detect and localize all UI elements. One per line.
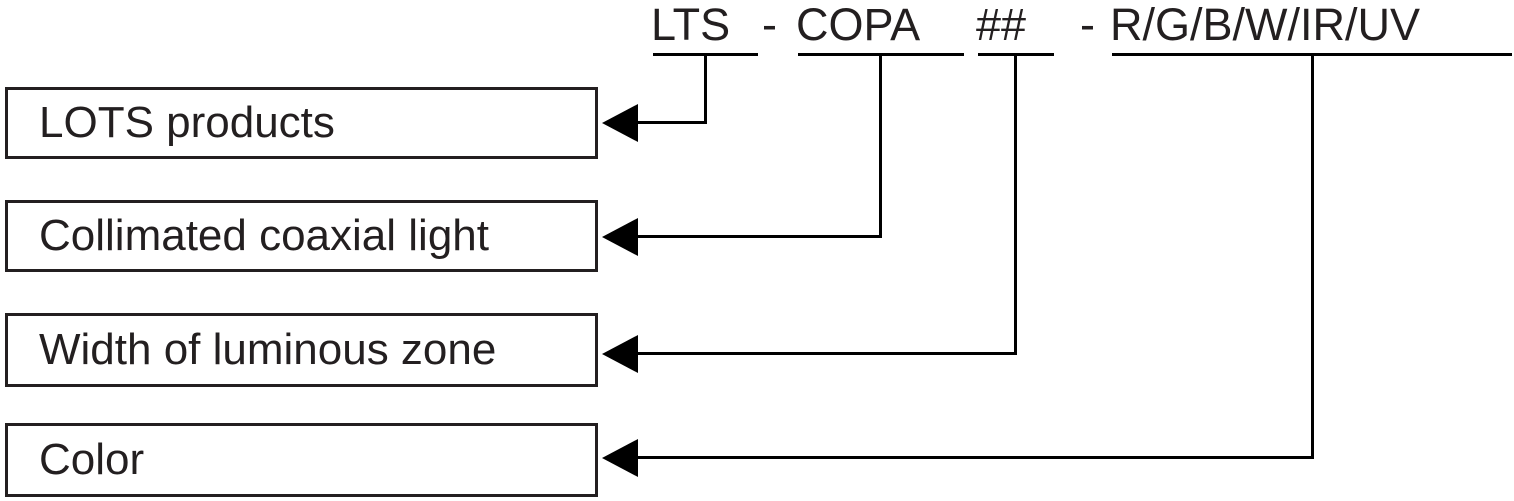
connector-vertical-series [704,53,707,124]
model-number-code: LTS - COPA ## - R/G/B/W/IR/UV [0,0,1514,60]
code-separator-dash-2: - [1080,0,1095,50]
code-segment-model: COPA [796,0,921,50]
connector-horizontal-width [637,352,1017,355]
code-segment-color: R/G/B/W/IR/UV [1110,0,1421,50]
label-text-lots-products: LOTS products [39,98,335,147]
arrowhead-width-of-luminous-zone [602,335,638,373]
arrowhead-color [602,439,638,477]
label-box-width-of-luminous-zone: Width of luminous zone [5,313,598,387]
connector-horizontal-color [637,456,1314,459]
label-text-width-of-luminous-zone: Width of luminous zone [39,325,497,374]
arrowhead-collimated-coaxial-light [602,218,638,256]
label-text-collimated-coaxial-light: Collimated coaxial light [39,211,489,260]
connector-vertical-color [1311,53,1314,458]
label-text-color: Color [39,435,145,484]
label-box-color: Color [5,423,598,497]
label-box-lots-products: LOTS products [5,87,598,159]
code-segment-series: LTS [651,0,731,50]
label-box-collimated-coaxial-light: Collimated coaxial light [5,200,598,272]
code-segment-width: ## [976,0,1027,50]
connector-horizontal-model [637,235,882,238]
connector-vertical-width [1014,53,1017,354]
code-separator-dash-1: - [762,0,777,50]
connector-horizontal-series [637,121,707,124]
arrowhead-lots-products [602,104,638,142]
connector-vertical-model [879,53,882,236]
